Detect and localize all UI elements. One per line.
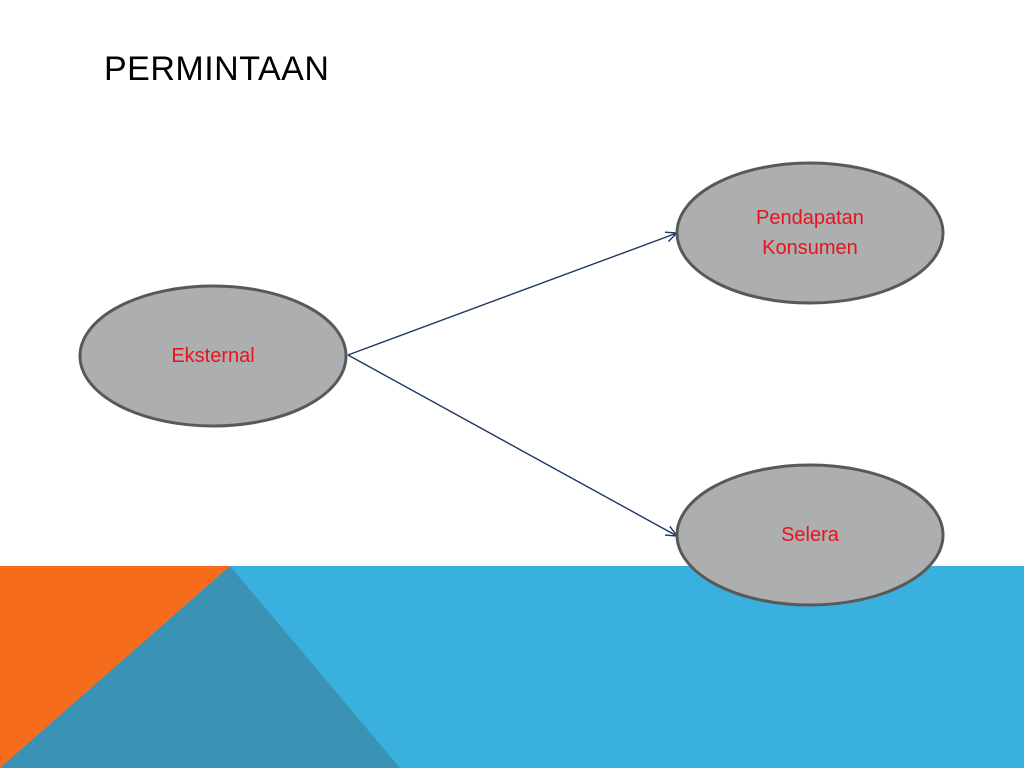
arrow-eksternal-to-selera bbox=[347, 354, 679, 537]
page-title: PERMINTAAN bbox=[104, 50, 330, 88]
node-eksternal bbox=[78, 284, 348, 428]
band-overlap-triangle bbox=[0, 566, 400, 768]
node-selera bbox=[675, 463, 945, 607]
node-label-pendapatan-konsumen: Pendapatan Konsumen bbox=[756, 207, 864, 259]
node-label-selera: Selera bbox=[781, 524, 839, 546]
node-pendapatan-konsumen bbox=[675, 161, 945, 305]
arrow-eksternal-to-pendapatan bbox=[347, 231, 679, 356]
node-label-eksternal: Eksternal bbox=[171, 345, 255, 367]
